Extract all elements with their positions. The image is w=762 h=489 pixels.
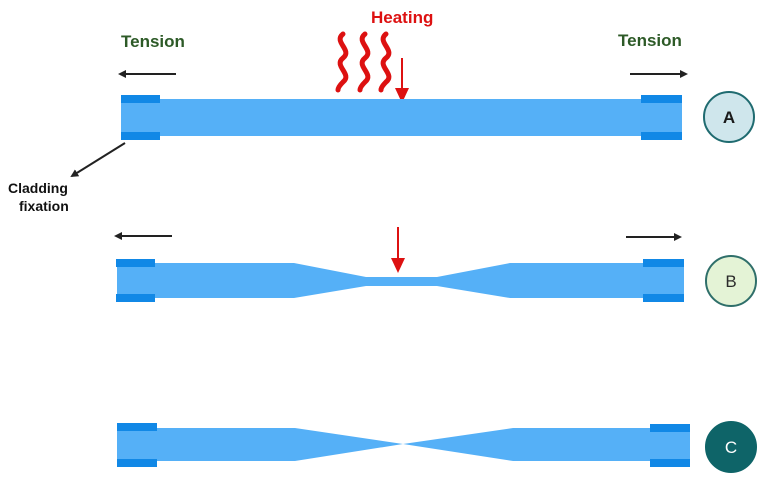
stage-badge-a: A (703, 91, 755, 143)
stage-badge-a-label: A (723, 108, 735, 127)
stage-badge-b-label: B (725, 272, 736, 291)
clamp-right-top-a (641, 95, 682, 103)
clamp-right-bottom-c (650, 459, 690, 467)
clamp-right-top-b (643, 259, 684, 267)
cladding-label-line1: Cladding (8, 180, 68, 196)
stage-badge-a-circle (703, 91, 755, 143)
heat-waves-icon (335, 31, 392, 93)
stage-badge-b: B (705, 255, 757, 307)
tension-label-right: Tension (618, 31, 682, 50)
clamp-right-bottom-b (643, 294, 684, 302)
cladding-pointer-arrow (70, 142, 126, 178)
stage-badge-c: C (705, 421, 757, 473)
fiber-right-half-c (403, 428, 690, 461)
clamp-left-top-c (117, 423, 157, 431)
stage-badge-c-label: C (725, 438, 737, 457)
clamp-left-top-a (121, 95, 160, 103)
clamp-right-bottom-a (641, 132, 682, 140)
cladding-label-line2: fixation (19, 198, 69, 214)
stage-badge-b-circle (705, 255, 757, 307)
fiber-body-b (117, 263, 684, 298)
fiber-body-a (121, 99, 682, 136)
clamp-left-bottom-a (121, 132, 160, 140)
stage-badge-c-circle (705, 421, 757, 473)
fiber-stage-a (121, 95, 682, 140)
clamp-left-top-b (116, 259, 155, 267)
clamp-left-bottom-b (116, 294, 155, 302)
clamp-right-top-c (650, 424, 690, 432)
tension-label-left: Tension (121, 32, 185, 51)
heating-arrow-a (395, 58, 409, 103)
fiber-left-half-c (117, 428, 403, 461)
heating-label: Heating (371, 8, 433, 27)
clamp-left-bottom-c (117, 459, 157, 467)
fiber-stage-c (117, 423, 690, 467)
heating-arrow-b (391, 227, 405, 273)
fiber-stage-b (116, 259, 684, 302)
